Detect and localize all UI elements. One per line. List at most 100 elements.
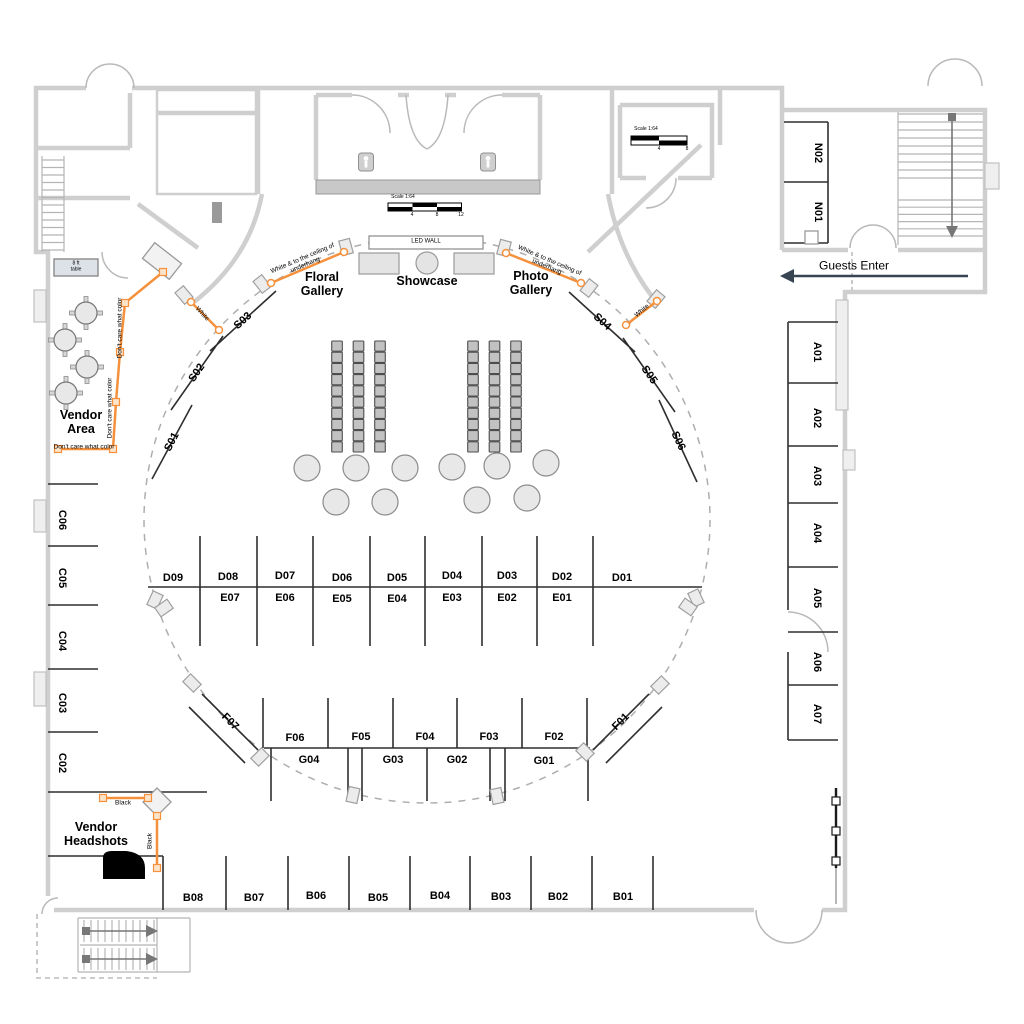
speaker-marker [181, 672, 203, 694]
booth-label-B04: B04 [429, 889, 451, 902]
chair [374, 441, 386, 453]
chair [374, 396, 386, 408]
drape-node [214, 325, 224, 335]
chair [331, 362, 343, 375]
drape-annotation-label: Black [146, 833, 154, 849]
drape-annotation-label: Black [115, 799, 131, 807]
booth-label-C04: C04 [56, 630, 69, 652]
scale-bar-label: Scale 1:64 [391, 194, 415, 201]
stage-area [212, 152, 541, 275]
chair [331, 374, 343, 386]
chair [331, 385, 343, 397]
furniture [48, 296, 560, 516]
chair [352, 441, 365, 453]
booth-label-D05: D05 [386, 571, 408, 584]
booth-label-B07: B07 [243, 891, 265, 904]
drape-node [158, 267, 168, 277]
chair [510, 441, 522, 453]
booth-label-F04: F04 [415, 730, 435, 743]
booth-label-D07: D07 [274, 569, 296, 582]
chair [488, 385, 501, 397]
screen-right [453, 252, 495, 275]
booth-label-B05: B05 [367, 891, 389, 904]
booth-label-F07: F07 [219, 710, 242, 733]
chair [331, 340, 343, 352]
booth-label-F03: F03 [479, 730, 499, 743]
chair [510, 385, 522, 397]
vendor-drape-polyline [58, 271, 164, 451]
round-table [391, 454, 419, 482]
chair [374, 418, 386, 431]
chair [488, 362, 501, 375]
drape-annotation-label: Don't care what color [106, 377, 114, 439]
chair [374, 351, 386, 363]
booth-label-E06: E06 [275, 591, 295, 604]
drape-node [339, 247, 349, 257]
booth-label-E07: E07 [220, 591, 240, 604]
chair [488, 340, 501, 352]
scale-bar-tick: 8 [685, 146, 689, 153]
booth-label-B01: B01 [612, 890, 634, 903]
booth-label-S06: S06 [668, 429, 688, 453]
chair [331, 351, 343, 363]
vendor-round-table [49, 376, 83, 410]
screen-left [358, 252, 400, 275]
booth-label-S04: S04 [590, 310, 614, 333]
row-s-partitions [151, 290, 698, 483]
chair [467, 418, 479, 431]
chair [510, 396, 522, 408]
chair [331, 396, 343, 408]
chair [374, 362, 386, 375]
booth-label-N02: N02 [812, 142, 825, 164]
white-drape-line-left-small [190, 301, 220, 331]
area-label-showcase: Showcase [396, 274, 458, 288]
area-label-photo-gallery: Photo Gallery [509, 269, 553, 297]
drape-node [98, 793, 108, 803]
showcase-table [415, 251, 439, 275]
drape-node [621, 320, 631, 330]
booth-label-F01: F01 [609, 710, 632, 733]
vendor-round-table [69, 296, 103, 330]
booth-label-B06: B06 [305, 889, 327, 902]
area-label-eight-ft-table: 8 ft table [70, 260, 82, 272]
speaker-marker [345, 785, 361, 805]
chair [374, 374, 386, 386]
chair [510, 351, 522, 363]
booth-label-S01: S01 [162, 430, 182, 454]
chair [467, 396, 479, 408]
booth-label-D04: D04 [441, 569, 463, 582]
booth-label-A04: A04 [811, 522, 824, 544]
piano [103, 851, 145, 879]
chair [352, 407, 365, 419]
drape-annotation-label: White [193, 305, 211, 323]
chair [352, 385, 365, 397]
booth-label-A05: A05 [811, 587, 824, 609]
booth-label-F02: F02 [544, 730, 564, 743]
booth-label-N01: N01 [812, 201, 825, 223]
booth-label-D03: D03 [496, 569, 518, 582]
chair [352, 374, 365, 386]
round-table [513, 484, 541, 512]
chair [510, 407, 522, 419]
drape-node [501, 248, 511, 258]
speaker-marker [489, 786, 505, 806]
booth-label-D01: D01 [611, 571, 633, 584]
booth-label-S05: S05 [638, 363, 660, 387]
scale-bar-tick: 8 [435, 212, 439, 219]
drape-node [652, 296, 662, 306]
area-label-guests-enter: Guests Enter [818, 258, 890, 273]
drape-annotation-label: White [633, 302, 651, 319]
booth-label-A06: A06 [811, 651, 824, 673]
white-drape-line-right [505, 251, 582, 285]
eight-ft-table-shape [53, 258, 99, 277]
chair [331, 418, 343, 431]
booth-label-D02: D02 [551, 570, 573, 583]
utility-closet [212, 202, 222, 223]
chair [374, 340, 386, 352]
scale-bar-label: Scale 1:64 [634, 126, 658, 133]
chair [488, 396, 501, 408]
entry-kiosk [804, 230, 819, 245]
chair [488, 351, 501, 363]
booth-label-A01: A01 [811, 341, 824, 363]
chair [352, 430, 365, 442]
